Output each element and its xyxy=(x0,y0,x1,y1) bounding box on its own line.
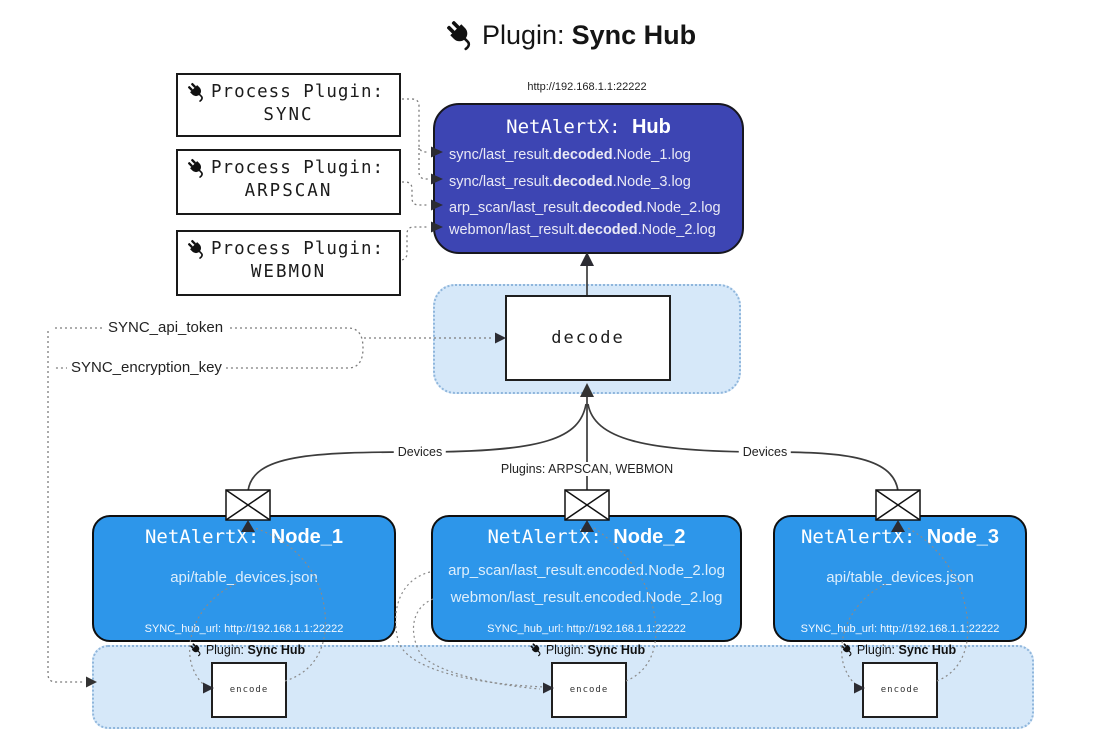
node-hub-url: SYNC_hub_url: http://192.168.1.1:22222 xyxy=(487,623,686,635)
node-title-prefix: NetAlertX: xyxy=(144,526,271,548)
plugin-name: ARPSCAN xyxy=(244,181,333,201)
process-plugin-arpscan: Process Plugin: ARPSCAN xyxy=(176,149,401,215)
node-title-prefix: NetAlertX: xyxy=(800,526,927,548)
hub-url-label: http://192.168.1.1:22222 xyxy=(527,81,647,93)
node-title-name: Node_1 xyxy=(270,526,344,548)
node-file: api/table_devices.json xyxy=(826,569,974,586)
edge-sync-plugin-branch xyxy=(418,148,429,180)
node-file: webmon/last_result.encoded.Node_2.log xyxy=(450,589,723,606)
edge-arpscan-plugin xyxy=(397,181,429,206)
encode-label: encode xyxy=(569,685,609,695)
encoder-label-node2: Plugin: Sync Hub xyxy=(507,642,667,657)
process-plugin-webmon: Process Plugin: WEBMON xyxy=(176,230,401,296)
page-title: Plugin: Sync Hub xyxy=(444,18,696,52)
encoder-label-name: Sync Hub xyxy=(247,642,306,657)
node-title-prefix: NetAlertX: xyxy=(487,526,614,548)
plug-icon xyxy=(187,239,203,259)
encode-box-node3: encode xyxy=(862,662,938,718)
plugins-mid-label: Plugins: ARPSCAN, WEBMON xyxy=(496,462,678,476)
encode-label: encode xyxy=(880,685,920,695)
encoder-label-name: Sync Hub xyxy=(898,642,957,657)
process-plugin-sync: Process Plugin: SYNC xyxy=(176,73,401,137)
plug-icon xyxy=(187,82,203,102)
plug-icon xyxy=(841,643,852,657)
encoder-label-prefix: Plugin: xyxy=(545,642,585,657)
node-file: arp_scan/last_result.encoded.Node_2.log xyxy=(448,562,725,579)
edge-sync-plugin xyxy=(397,98,429,153)
encode-label: encode xyxy=(229,685,269,695)
arrowhead-hub-bottom xyxy=(580,252,594,266)
node-box-node3: NetAlertX: Node_3 api/table_devices.json… xyxy=(773,515,1027,642)
devices-right-label: Devices xyxy=(738,445,792,459)
plugin-label: Process Plugin: xyxy=(211,82,385,102)
node-hub-url: SYNC_hub_url: http://192.168.1.1:22222 xyxy=(144,623,344,635)
edge-webmon-plugin xyxy=(397,226,429,261)
node-title-name: Node_3 xyxy=(926,526,1000,548)
hub-log-line: sync/last_result.decoded.Node_1.log xyxy=(449,147,691,163)
plugin-name: WEBMON xyxy=(250,262,327,282)
node-box-node2: NetAlertX: Node_2 arp_scan/last_result.e… xyxy=(431,515,742,642)
plugin-label: Process Plugin: xyxy=(211,239,385,259)
encoder-label-node3: Plugin: Sync Hub xyxy=(818,642,978,657)
hub-log-line: arp_scan/last_result.decoded.Node_2.log xyxy=(449,200,721,216)
hub-title-prefix: NetAlertX: xyxy=(506,116,632,138)
hub-title-name: Hub xyxy=(631,116,671,138)
encoder-label-prefix: Plugin: xyxy=(856,642,896,657)
encoder-label-node1: Plugin: Sync Hub xyxy=(167,642,327,657)
decode-box: decode xyxy=(505,295,671,381)
encode-box-node2: encode xyxy=(551,662,627,718)
node-box-node1: NetAlertX: Node_1 api/table_devices.json… xyxy=(92,515,396,642)
title-prefix: Plugin: xyxy=(482,19,565,50)
hub-log-line: webmon/last_result.decoded.Node_2.log xyxy=(449,222,716,238)
sync-encryption-key-label: SYNC_encryption_key xyxy=(67,359,226,376)
sync-api-token-label: SYNC_api_token xyxy=(104,319,228,336)
plugin-label: Process Plugin: xyxy=(211,158,385,178)
node-title-name: Node_2 xyxy=(613,526,686,548)
hub-box: NetAlertX: Hub sync/last_result.decoded.… xyxy=(433,103,744,254)
node-hub-url: SYNC_hub_url: http://192.168.1.1:22222 xyxy=(800,623,1000,635)
plugin-name: SYNC xyxy=(263,105,314,125)
title-name: Sync Hub xyxy=(571,19,697,50)
encoder-label-prefix: Plugin: xyxy=(205,642,245,657)
plug-icon xyxy=(190,643,201,657)
decode-label: decode xyxy=(551,328,625,348)
edge-key-to-bar xyxy=(47,331,84,683)
plug-icon xyxy=(447,21,471,51)
plug-icon xyxy=(530,643,541,657)
node-file: api/table_devices.json xyxy=(170,569,318,586)
encoder-label-name: Sync Hub xyxy=(587,642,646,657)
hub-log-line: sync/last_result.decoded.Node_3.log xyxy=(449,174,691,190)
plug-icon xyxy=(187,158,203,178)
devices-left-label: Devices xyxy=(393,445,447,459)
encode-box-node1: encode xyxy=(211,662,287,718)
